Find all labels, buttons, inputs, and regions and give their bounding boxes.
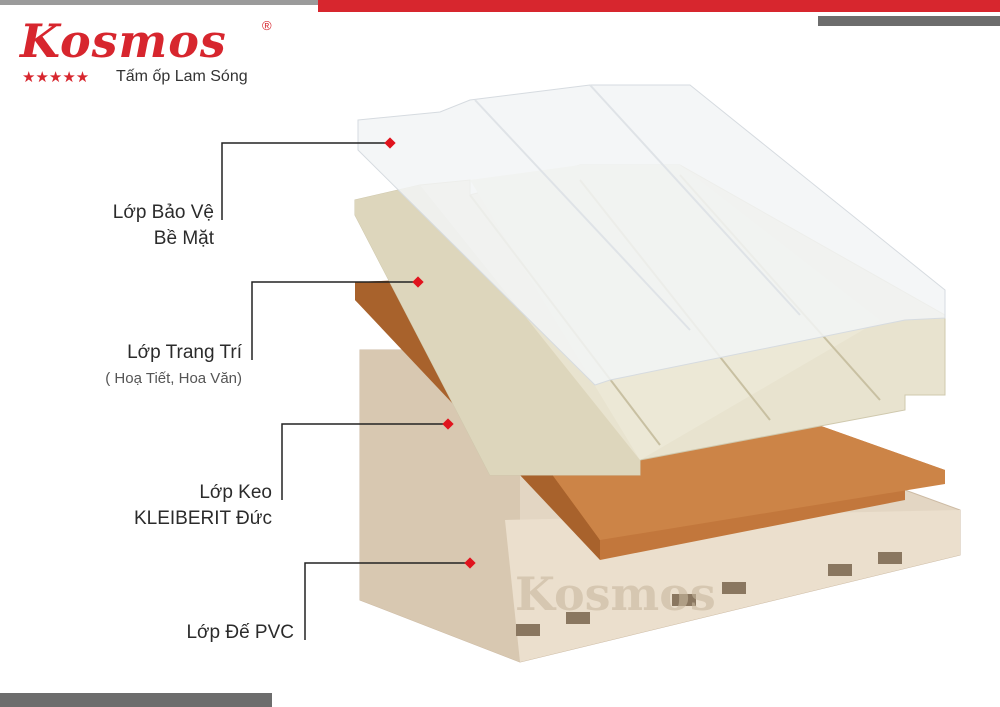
leader-line-1 xyxy=(221,142,390,220)
layer-label-protective-line2: Bề Mặt xyxy=(153,228,214,249)
watermark-text: Kosmos xyxy=(515,567,716,621)
brand-tagline: Tấm ốp Lam Sóng xyxy=(116,68,248,85)
layer-label-pvc: Lớp Đế PVC xyxy=(186,620,294,646)
top-red-bar xyxy=(318,0,1000,12)
marker-2 xyxy=(412,276,424,288)
registered-mark: ® xyxy=(262,18,272,33)
protective-layer xyxy=(357,84,946,386)
brand-logo: Kosmos xyxy=(20,14,227,68)
layer-label-decor-line2: ( Hoạ Tiết, Hoa Văn) xyxy=(105,370,242,387)
layer-label-pvc-line1: Lớp Đế PVC xyxy=(186,622,294,643)
bottom-gray-bar xyxy=(0,693,272,707)
layer-label-glue-line2: KLEIBERIT Đức xyxy=(133,508,272,529)
layer-label-protective: Lớp Bảo Vệ Bề Mặt xyxy=(113,200,214,252)
leader-line-4 xyxy=(304,562,470,640)
layer-label-decor-line1: Lớp Trang Trí xyxy=(127,342,242,363)
top-gray-bar xyxy=(0,0,318,5)
marker-3 xyxy=(442,418,454,430)
layer-label-decor: Lớp Trang Trí ( Hoạ Tiết, Hoa Văn) xyxy=(105,340,242,392)
marker-1 xyxy=(384,137,396,149)
rating-stars: ★★★★★ xyxy=(22,69,90,86)
leader-line-3 xyxy=(281,423,448,500)
top-dark-bar xyxy=(818,16,1000,26)
marker-4 xyxy=(464,557,476,569)
layer-label-protective-line1: Lớp Bảo Vệ xyxy=(112,202,214,223)
layer-label-glue-line1: Lớp Keo xyxy=(199,482,272,503)
layer-label-glue: Lớp Keo KLEIBERIT Đức xyxy=(134,480,272,532)
leader-line-2 xyxy=(251,281,418,360)
